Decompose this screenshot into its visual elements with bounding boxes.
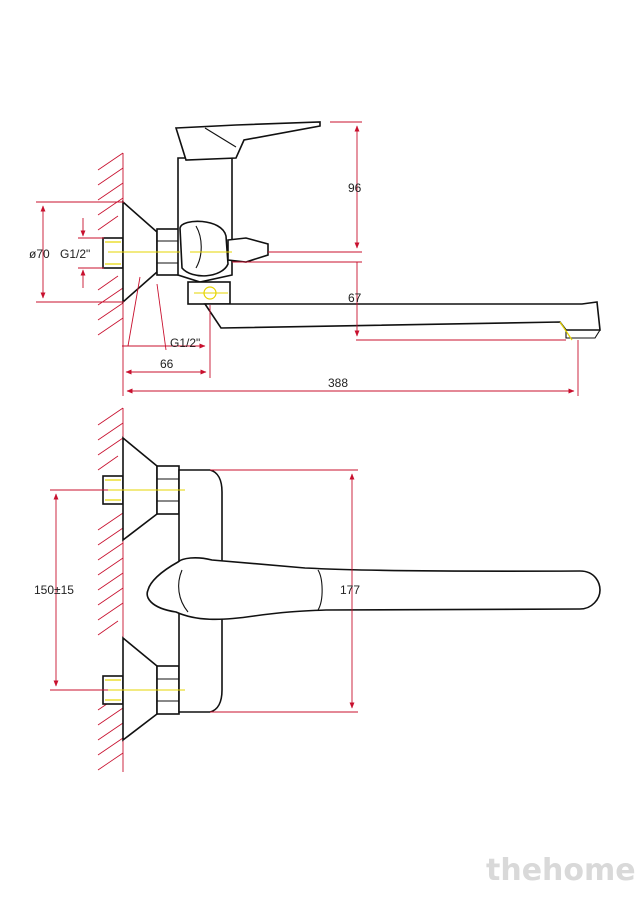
front-view: 150±15 177 <box>34 407 601 772</box>
dim-96-label: 96 <box>348 181 362 195</box>
dim-150: 150±15 <box>34 489 108 691</box>
dim-67: 67 <box>232 261 566 341</box>
spout <box>203 301 601 331</box>
lever-handle-front <box>146 557 601 621</box>
dim-96: 96 <box>268 121 362 253</box>
flange-lower <box>122 636 158 742</box>
flange-upper <box>122 436 158 542</box>
wall-hatch-bottom <box>97 407 124 772</box>
lever-handle <box>174 121 321 161</box>
dim-177-label: 177 <box>340 583 360 597</box>
dim-67-label: 67 <box>348 291 362 305</box>
dim-66-label: 66 <box>160 357 174 371</box>
dim-177: 177 <box>210 469 360 713</box>
dim-thread-top: G1/2" <box>60 218 104 288</box>
side-knob <box>227 237 269 263</box>
watermark: thehome <box>486 853 636 888</box>
side-view: 96 67 ø70 G1/2" G1/2" <box>29 121 601 396</box>
dim-388-label: 388 <box>328 376 348 390</box>
thread-bottom-label: G1/2" <box>170 336 200 350</box>
dim-388: 388 <box>122 335 579 396</box>
dim-70-label: ø70 <box>29 247 50 261</box>
dim-70: ø70 <box>29 201 124 303</box>
thread-top-label: G1/2" <box>60 247 90 261</box>
dim-150-label: 150±15 <box>34 583 74 597</box>
dim-66: 66 <box>125 305 211 378</box>
dim-thread-bottom: G1/2" <box>122 276 206 351</box>
body-lobe <box>179 220 229 277</box>
